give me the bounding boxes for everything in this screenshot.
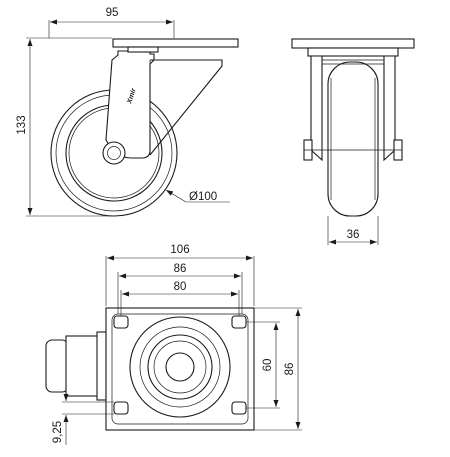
front-top-plate <box>112 38 239 48</box>
dim-60-label: 60 <box>262 359 274 372</box>
side-fork-right <box>383 55 396 162</box>
fork-side <box>149 59 223 156</box>
dim-106-label: 106 <box>170 244 189 256</box>
side-wheel <box>327 61 379 217</box>
swivel-inner <box>153 340 207 394</box>
dim-95-label: 95 <box>106 7 119 19</box>
hole-top-left <box>113 315 129 329</box>
side-swivel <box>307 47 399 57</box>
king-pin <box>165 352 195 382</box>
dim-925-label: 9,25 <box>52 421 64 443</box>
top-plate-outer <box>105 307 255 431</box>
swivel-ring <box>139 326 221 408</box>
front-view: Xmir 95 133 Ø100 <box>16 7 239 217</box>
side-view: 36 <box>291 38 415 245</box>
hole-top-right <box>231 315 247 329</box>
front-axle <box>107 146 121 160</box>
hole-bottom-left <box>113 401 129 415</box>
swivel-outer <box>129 316 231 418</box>
hole-bottom-right <box>231 401 247 415</box>
top-wheel <box>45 339 69 393</box>
top-view: 106 86 80 60 86 9,25 <box>45 244 302 445</box>
dim-36-label: 36 <box>347 229 360 241</box>
dim-133-label: 133 <box>16 115 28 134</box>
swivel-race <box>147 334 213 400</box>
dim-dia-leader <box>165 189 187 203</box>
top-plate-inner <box>111 313 249 425</box>
top-fork-edge <box>96 331 107 401</box>
front-swivel-race <box>127 46 159 53</box>
dim-86h-label: 86 <box>174 263 187 275</box>
side-top-plate <box>291 38 415 49</box>
dim-dia-label: Ø100 <box>189 191 217 203</box>
side-fork-left <box>310 55 323 162</box>
front-axle-hub <box>102 141 126 165</box>
dim-80-label: 80 <box>174 281 187 293</box>
dim-86v-label: 86 <box>284 363 296 376</box>
